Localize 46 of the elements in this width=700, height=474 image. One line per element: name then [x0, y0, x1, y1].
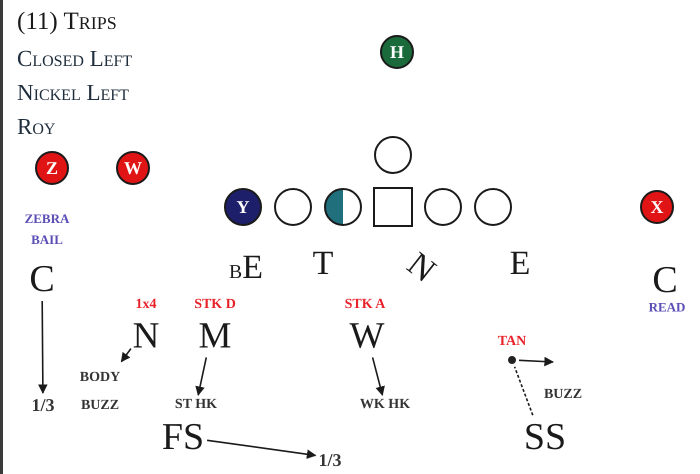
coverage-call: ZEBRA BAIL — [24, 210, 70, 249]
assignment-label: BODY BUZZ — [74, 364, 126, 420]
defender-letter: BE — [229, 251, 263, 285]
assignment-call: STK A — [344, 298, 386, 312]
defender-letter: N — [400, 247, 442, 289]
defender-letter: C — [29, 260, 55, 298]
arrow — [195, 357, 208, 396]
route-line — [514, 366, 534, 416]
formation-label: Closed Left — [17, 47, 132, 70]
assignment-call: TAN — [498, 335, 526, 349]
assignment-label: WK HK — [360, 398, 410, 412]
player-circle: X — [640, 190, 674, 224]
zone-label: 1/3 — [318, 451, 342, 469]
player-circle — [474, 188, 512, 226]
player-circle: W — [116, 151, 150, 185]
assignment-call: 1x4 — [136, 298, 156, 312]
defender-letter: FS — [162, 418, 204, 456]
player-circle: Z — [35, 151, 69, 185]
formation-label: Roy — [17, 115, 56, 138]
arrow — [518, 356, 554, 366]
arrow — [207, 440, 316, 459]
coverage-call: READ — [648, 300, 686, 314]
defender-letter: C — [652, 261, 678, 299]
half-filled-circle — [324, 188, 362, 226]
player-circle — [374, 136, 412, 174]
defender-letter: M — [198, 318, 232, 354]
player-circle: Y — [224, 188, 262, 226]
assignment-call: STK D — [194, 298, 236, 312]
arrow — [38, 301, 48, 394]
center-square — [373, 187, 413, 227]
player-circle: H — [380, 35, 414, 69]
dot-icon — [508, 356, 516, 364]
assignment-label: BUZZ — [544, 388, 582, 402]
defender-letter: T — [312, 247, 334, 281]
defender-letter: E — [510, 247, 530, 281]
defender-letter: N — [132, 318, 160, 354]
player-circle — [274, 188, 312, 226]
arrow — [120, 348, 132, 362]
formation-label: Nickel Left — [17, 81, 129, 104]
defender-letter: SS — [524, 418, 566, 456]
assignment-label: ST HK — [174, 398, 218, 412]
arrow — [372, 357, 385, 396]
player-circle — [424, 188, 462, 226]
defender-letter: W — [350, 318, 384, 354]
zone-label: 1/3 — [32, 396, 54, 414]
play-title: (11) Trips — [17, 9, 117, 34]
